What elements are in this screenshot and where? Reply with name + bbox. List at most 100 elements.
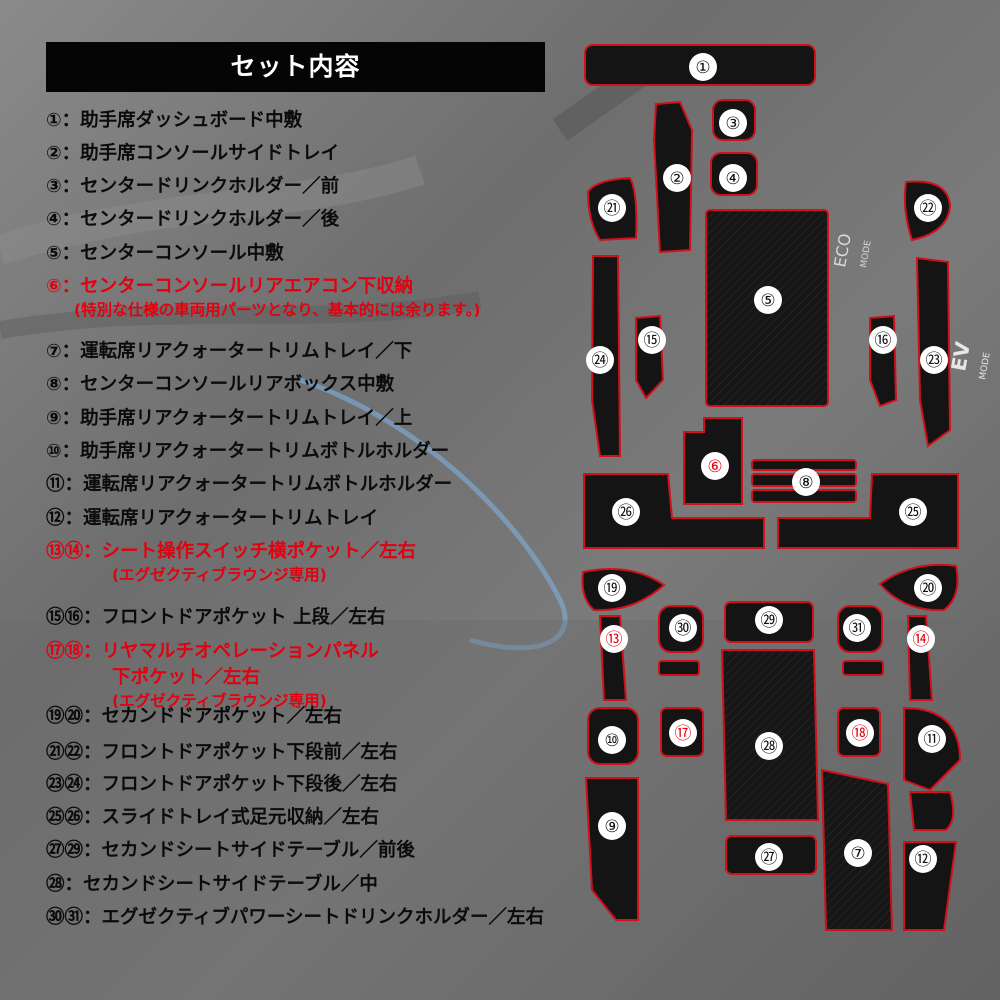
- set-item-label: ⑥：センターコンソールリアエアコン下収納: [46, 276, 414, 297]
- set-item-label: ㉑㉒：フロントドアポケット下段前／左右: [46, 742, 398, 763]
- part-number-label: ⑥: [707, 457, 722, 477]
- badge-circle: [689, 53, 717, 81]
- mat-11b: [908, 791, 955, 831]
- set-item: ④：センタードリンクホルダー／後: [46, 205, 339, 231]
- part-number-label: ⑯: [875, 331, 892, 351]
- set-item-label: ㉕㉖：スライドトレイ式足元収納／左右: [46, 807, 380, 828]
- set-item: ②：助手席コンソールサイドトレイ: [46, 139, 339, 165]
- part-number-label: ⑩: [604, 731, 619, 751]
- part-number-label: ⑤: [760, 291, 775, 311]
- badge-circle: [719, 109, 747, 137]
- set-item: ㉓㉔：フロントドアポケット下段後／左右: [46, 770, 398, 796]
- badge-circle: [843, 614, 871, 642]
- part-number-badge: ⑮: [638, 326, 666, 354]
- part-number-badge: ②: [663, 164, 691, 192]
- set-item-label: ⑲⑳：セカンドドアポケット／左右: [46, 706, 343, 727]
- part-number-badge: ㉘: [755, 732, 783, 760]
- set-item-label: ㉚㉛：エグゼクティブパワーシートドリンクホルダー／左右: [46, 907, 545, 928]
- badge-circle: [663, 164, 691, 192]
- part-number-label: ⑱: [852, 724, 869, 744]
- set-item-note: (エグゼクティブラウンジ専用): [112, 692, 327, 710]
- badge-circle: [914, 574, 942, 602]
- set-item: ㉚㉛：エグゼクティブパワーシートドリンクホルダー／左右: [46, 903, 544, 929]
- part-number-badge: ④: [719, 164, 747, 192]
- set-item-label: ④：センタードリンクホルダー／後: [46, 209, 340, 230]
- part-number-label: ⑧: [798, 473, 813, 493]
- part-number-label: ②: [669, 169, 684, 189]
- part-number-label: ㉔: [592, 351, 609, 371]
- part-number-badge: ㉓: [920, 346, 948, 374]
- part-number-label: ⑭: [913, 630, 930, 650]
- badge-circle: [918, 725, 946, 753]
- badge-circle: [719, 164, 747, 192]
- set-item-note: (エグゼクティブラウンジ専用): [112, 566, 327, 584]
- part-number-label: ㉑: [604, 199, 621, 219]
- part-number-badge: ⑥: [701, 452, 729, 480]
- part-number-label: ㉕: [905, 503, 922, 523]
- badge-circle: [755, 843, 783, 871]
- badge-circle: [638, 326, 666, 354]
- set-item: ⑤：センターコンソール中敷: [46, 239, 284, 265]
- set-contents-title: セット内容: [46, 42, 545, 92]
- part-number-label: ③: [725, 114, 740, 134]
- badge-circle: [907, 625, 935, 653]
- set-item-label: ⑫：運転席リアクォータートリムトレイ: [46, 508, 379, 529]
- mat-31b: [842, 660, 884, 676]
- part-number-badge: ㉛: [843, 614, 871, 642]
- set-item-label: ③：センタードリンクホルダー／前: [46, 176, 340, 197]
- part-number-badge: ㉙: [755, 606, 783, 634]
- part-number-label: ⑮: [644, 331, 661, 351]
- set-item-label: ②：助手席コンソールサイドトレイ: [46, 143, 340, 164]
- badge-circle: [598, 812, 626, 840]
- set-item: ㉘：セカンドシートサイドテーブル／中: [46, 870, 378, 896]
- part-number-label: ⑬: [606, 630, 623, 650]
- set-item: ⑰⑱：リヤマルチオペレーションパネル下ポケット／左右 (エグゼクティブラウンジ専用…: [46, 637, 379, 711]
- part-number-badge: ㉚: [669, 614, 697, 642]
- part-number-label: ⑦: [850, 844, 865, 864]
- part-number-badge: ③: [719, 109, 747, 137]
- badge-circle: [920, 346, 948, 374]
- set-item: ㉕㉖：スライドトレイ式足元収納／左右: [46, 803, 379, 829]
- set-item-label: ⑨：助手席リアクォータートリムトレイ／上: [46, 408, 413, 429]
- set-item: ⑪：運転席リアクォータートリムボトルホルダー: [46, 470, 452, 496]
- part-number-label: ①: [695, 58, 710, 78]
- badge-circle: [755, 732, 783, 760]
- part-number-label: ⑲: [604, 579, 621, 599]
- part-number-badge: ㉑: [598, 194, 626, 222]
- set-item-note: (特別な仕様の車両用パーツとなり、基本的には余ります。): [74, 301, 481, 319]
- set-item: ⑫：運転席リアクォータートリムトレイ: [46, 504, 378, 530]
- part-number-label: ㉘: [761, 737, 778, 757]
- badge-circle: [612, 498, 640, 526]
- set-item: ③：センタードリンクホルダー／前: [46, 172, 339, 198]
- set-item-label: ⑩：助手席リアクォータートリムボトルホルダー: [46, 441, 450, 462]
- mat-9: [584, 777, 639, 921]
- part-number-badge: ⑩: [598, 726, 626, 754]
- part-number-label: ④: [725, 169, 740, 189]
- part-number-badge: ㉕: [899, 498, 927, 526]
- part-number-badge: ⑧: [792, 468, 820, 496]
- set-item: ①：助手席ダッシュボード中敷: [46, 106, 302, 132]
- set-item: ㉗㉙：セカンドシートサイドテーブル／前後: [46, 836, 415, 862]
- part-number-label: ㉚: [675, 619, 692, 639]
- part-number-badge: ㉗: [755, 843, 783, 871]
- set-item-label: ⑰⑱：リヤマルチオペレーションパネル: [46, 641, 379, 662]
- set-item: ⑲⑳：セカンドドアポケット／左右: [46, 702, 342, 728]
- part-number-badge: ㉒: [914, 194, 942, 222]
- set-item: ⑦：運転席リアクォータートリムトレイ／下: [46, 337, 412, 363]
- part-number-label: ⑳: [920, 579, 937, 599]
- mat-30b: [658, 660, 700, 676]
- part-number-label: ㉗: [761, 848, 778, 868]
- svg-text:MODE: MODE: [978, 351, 993, 380]
- part-number-badge: ⑳: [914, 574, 942, 602]
- set-item-label-line2: 下ポケット／左右: [112, 667, 261, 688]
- set-item-label: ⑬⑭：シート操作スイッチ横ポケット／左右: [46, 541, 417, 562]
- badge-circle: [899, 498, 927, 526]
- set-item-label: ⑦：運転席リアクォータートリムトレイ／下: [46, 341, 413, 362]
- part-number-badge: ㉖: [612, 498, 640, 526]
- badge-circle: [792, 468, 820, 496]
- set-item-label: ①：助手席ダッシュボード中敷: [46, 110, 303, 131]
- badge-circle: [598, 574, 626, 602]
- part-number-badge: ⑲: [598, 574, 626, 602]
- part-number-label: ㉓: [926, 351, 943, 371]
